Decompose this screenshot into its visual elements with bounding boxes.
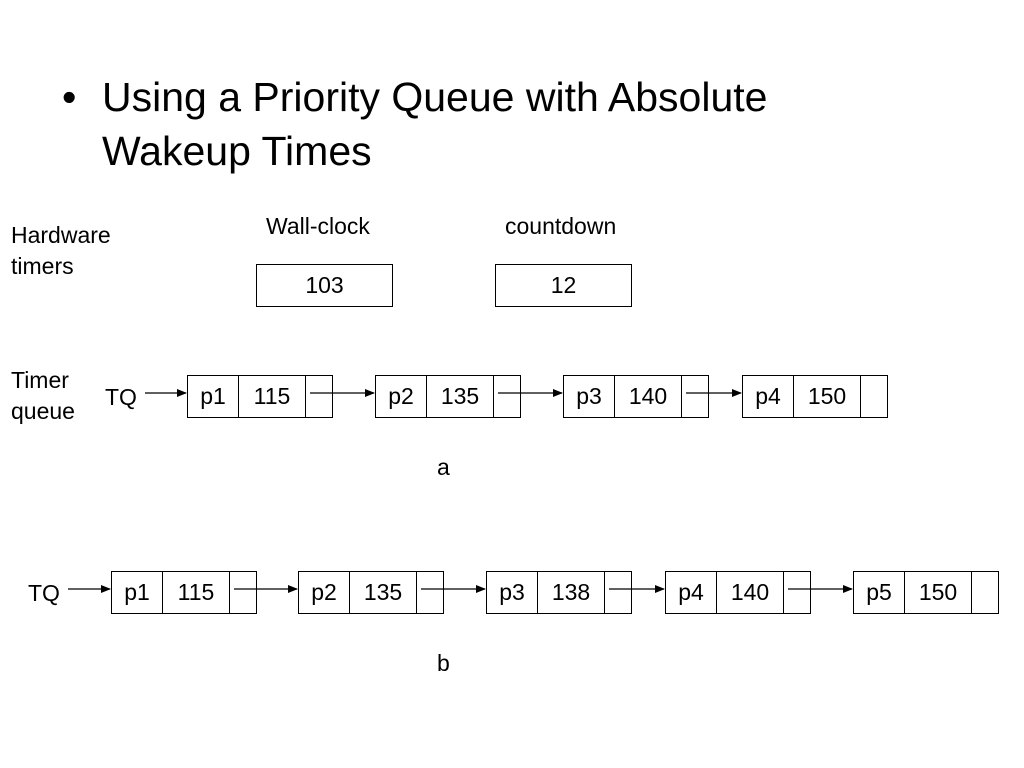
queue-a-node-3-proc: p3 [564, 376, 615, 417]
queue-b-node-4-next-pointer [784, 572, 810, 613]
countdown-value: 12 [550, 272, 577, 298]
queue-a-node-2-next-pointer [494, 376, 520, 417]
timer-queue-label-line-2: queue [11, 398, 75, 424]
queue-b-node-5-next-pointer [972, 572, 998, 613]
slide-title-line-2: Wakeup Times [102, 128, 372, 174]
queue-b-caption: b [437, 650, 450, 676]
queue-a-node-2-time: 135 [427, 376, 494, 417]
wallclock-timer-box: 103 [256, 264, 393, 307]
queue-a-node-2: p2 135 [375, 375, 521, 418]
hardware-timers-label-line-2: timers [11, 253, 74, 279]
queue-a-node-3-next-pointer [682, 376, 708, 417]
queue-a-caption: a [437, 454, 450, 480]
queue-a-node-3: p3 140 [563, 375, 709, 418]
queue-b-node-5-time: 150 [905, 572, 972, 613]
wallclock-value: 103 [305, 272, 344, 298]
queue-b-head-label: TQ [28, 580, 60, 606]
queue-a-node-4-time: 150 [794, 376, 861, 417]
queue-b-node-1-time: 115 [163, 572, 230, 613]
queue-b-node-2-next-pointer [417, 572, 443, 613]
queue-b-node-1-proc: p1 [112, 572, 163, 613]
queue-a-node-4-next-pointer [861, 376, 887, 417]
queue-a-node-3-time: 140 [615, 376, 682, 417]
queue-a-node-1-time: 115 [239, 376, 306, 417]
hardware-timers-label: Hardware timers [11, 220, 111, 282]
queue-a-node-1-proc: p1 [188, 376, 239, 417]
timer-queue-label-line-1: Timer [11, 367, 69, 393]
queue-b-node-5: p5 150 [853, 571, 999, 614]
queue-b-node-1: p1 115 [111, 571, 257, 614]
queue-b-node-2-time: 135 [350, 572, 417, 613]
queue-b-node-5-proc: p5 [854, 572, 905, 613]
queue-b-node-3-next-pointer [605, 572, 631, 613]
queue-a-node-1: p1 115 [187, 375, 333, 418]
queue-a-head-label: TQ [105, 384, 137, 410]
slide-title-line-1: Using a Priority Queue with Absolute [102, 74, 768, 120]
slide-title: Using a Priority Queue with Absolute Wak… [102, 70, 767, 178]
queue-b-node-2: p2 135 [298, 571, 444, 614]
queue-a-node-2-proc: p2 [376, 376, 427, 417]
queue-b-node-4-proc: p4 [666, 572, 717, 613]
queue-a-node-1-next-pointer [306, 376, 332, 417]
hardware-timers-label-line-1: Hardware [11, 222, 111, 248]
queue-b-node-1-next-pointer [230, 572, 256, 613]
queue-b-node-4-time: 140 [717, 572, 784, 613]
queue-a-node-4-proc: p4 [743, 376, 794, 417]
bullet-marker: • [62, 74, 77, 120]
queue-b-node-2-proc: p2 [299, 572, 350, 613]
countdown-timer-box: 12 [495, 264, 632, 307]
countdown-label: countdown [505, 213, 617, 239]
queue-a-node-4: p4 150 [742, 375, 888, 418]
queue-b-node-3-proc: p3 [487, 572, 538, 613]
wallclock-label: Wall-clock [266, 213, 370, 239]
queue-b-node-3-time: 138 [538, 572, 605, 613]
queue-b-node-3: p3 138 [486, 571, 632, 614]
queue-b-node-4: p4 140 [665, 571, 811, 614]
timer-queue-label: Timer queue [11, 365, 75, 427]
